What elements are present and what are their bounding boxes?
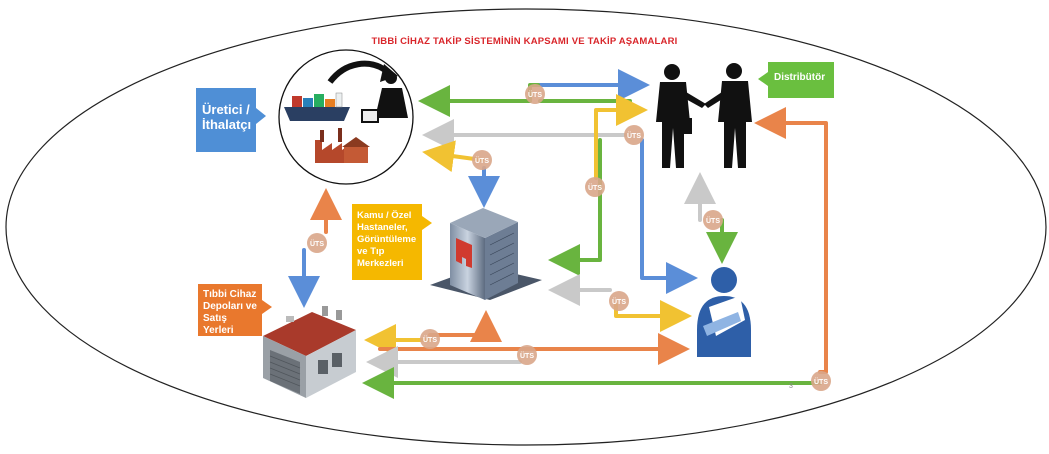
uts-node-label: ÜTS (310, 239, 324, 248)
uts-node: ÜTS (585, 177, 605, 197)
hospital-building-icon (430, 208, 542, 300)
scope-ellipse (5, 8, 1047, 446)
arrow-depot-to-hospital (428, 310, 502, 342)
uts-node-label: ÜTS (706, 216, 720, 225)
manufacturer-circle (278, 49, 414, 185)
uts-node: ÜTS (703, 210, 723, 230)
page-number: 3 (789, 383, 793, 390)
uts-node: ÜTS (609, 291, 629, 311)
uts-node-label: ÜTS (612, 297, 626, 306)
distributor-label-text: Distribütör (774, 72, 826, 83)
uts-node-label: ÜTS (627, 131, 641, 140)
uts-nodes: ÜTS ÜTS ÜTS ÜTS ÜTS ÜTS ÜTS ÜTS ÜTS ÜTS (307, 84, 831, 391)
depot-label: Tıbbi Cihaz Depoları ve Satış Yerleri (198, 284, 262, 336)
uts-node-label: ÜTS (588, 183, 602, 192)
uts-node: ÜTS (525, 84, 545, 104)
uts-node-label: ÜTS (814, 377, 828, 386)
uts-node-label: ÜTS (520, 351, 534, 360)
uts-node-label: ÜTS (475, 156, 489, 165)
arrow-hospital-to-distributor (594, 94, 648, 180)
manufacturer-label-pointer (256, 108, 266, 124)
uts-node: ÜTS (420, 329, 440, 349)
warehouse-icon (263, 306, 356, 398)
uts-node: ÜTS (811, 371, 831, 391)
hospital-label: Kamu / Özel Hastaneler, Görüntüleme ve T… (352, 204, 422, 280)
uts-node: ÜTS (624, 125, 644, 145)
handshake-icon (656, 63, 752, 168)
distributor-label: Distribütör (768, 62, 834, 98)
uts-node: ÜTS (307, 233, 327, 253)
distributor-label-pointer (758, 72, 768, 86)
hospital-label-pointer (422, 216, 432, 230)
uts-node-label: ÜTS (423, 335, 437, 344)
uts-node: ÜTS (517, 345, 537, 365)
uts-node: ÜTS (472, 150, 492, 170)
patient-icon (697, 267, 751, 357)
diagram-title: TIBBİ CİHAZ TAKİP SİSTEMİNİN KAPSAMI VE … (371, 36, 678, 47)
arrow-distributor-to-patient (640, 138, 698, 294)
depot-label-text: Tıbbi Cihaz Depoları ve Satış Yerleri (203, 289, 257, 336)
ship-factory-icon (284, 60, 408, 163)
manufacturer-label-text: Üretici / İthalatçı (202, 102, 252, 132)
arrow-distributor-to-hospital (548, 138, 602, 276)
manufacturer-label: Üretici / İthalatçı (196, 88, 256, 152)
uts-node-label: ÜTS (528, 90, 542, 99)
arrow-depot-to-distributor (754, 107, 828, 374)
depot-label-pointer (262, 300, 272, 314)
arrow-distributor-to-manufacturer (418, 83, 540, 117)
hospital-label-text: Kamu / Özel Hastaneler, Görüntüleme ve T… (357, 210, 417, 269)
